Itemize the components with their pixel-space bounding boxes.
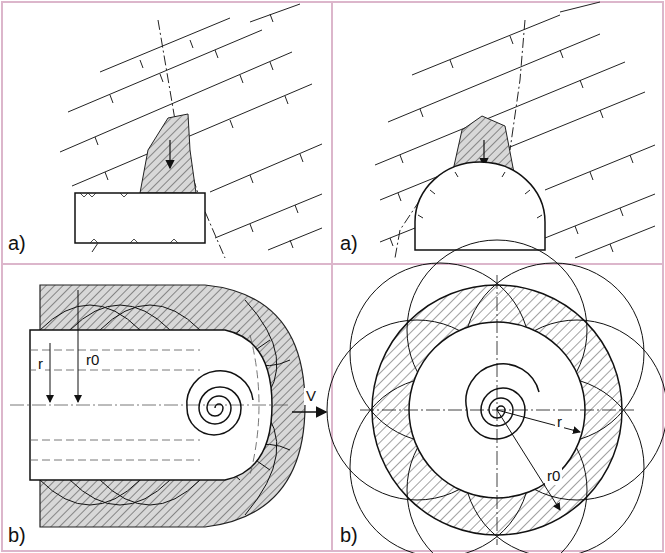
tunnel-section bbox=[75, 193, 205, 243]
radius-label: r bbox=[36, 356, 45, 373]
velocity-label: V bbox=[304, 388, 318, 405]
panel-letter: a) bbox=[338, 232, 360, 254]
panel-letter: b) bbox=[338, 524, 360, 546]
rock-layers bbox=[375, 2, 655, 258]
rock-layers bbox=[60, 4, 322, 250]
radius-label: r bbox=[555, 414, 564, 431]
spiral bbox=[466, 364, 539, 439]
panel-letter: a) bbox=[6, 232, 28, 254]
panel-letter: b) bbox=[6, 524, 28, 546]
radius-label: r0 bbox=[84, 352, 101, 369]
loosened-zone bbox=[140, 114, 196, 193]
radius-label: r0 bbox=[545, 468, 562, 485]
horseshoe-tunnel bbox=[415, 162, 545, 250]
spiral bbox=[187, 371, 253, 435]
